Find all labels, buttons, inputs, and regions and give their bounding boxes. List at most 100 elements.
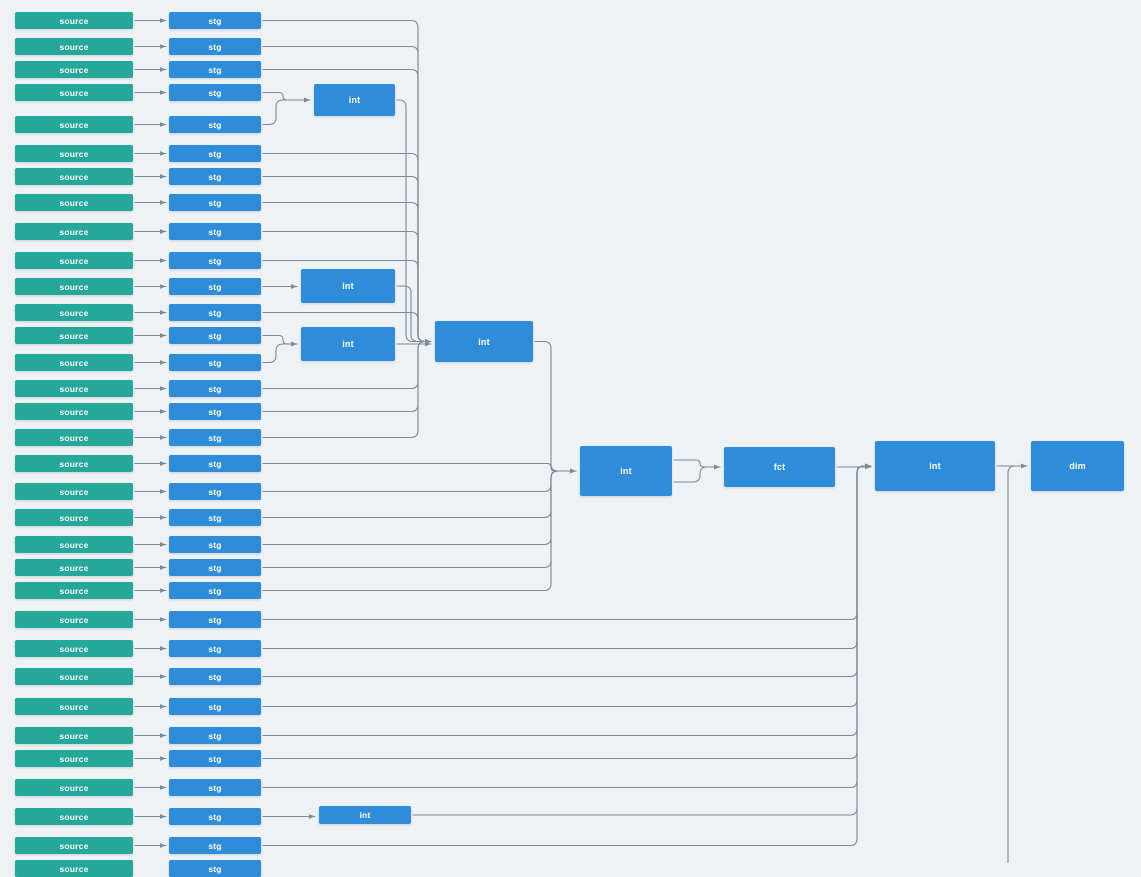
staging-node-stg19[interactable]: stg: [169, 483, 261, 500]
staging-node-stg25[interactable]: stg: [169, 640, 261, 657]
source-node-src7[interactable]: source: [15, 168, 133, 185]
mart-node-dim_1[interactable]: dim: [1031, 441, 1124, 491]
source-node-src24[interactable]: source: [15, 611, 133, 628]
node-label: stg: [208, 432, 222, 443]
mart-node-fct_1[interactable]: fct: [724, 447, 835, 487]
staging-node-stg4[interactable]: stg: [169, 84, 261, 101]
source-node-src18[interactable]: source: [15, 455, 133, 472]
staging-node-stg9[interactable]: stg: [169, 223, 261, 240]
source-node-src1[interactable]: source: [15, 12, 133, 29]
node-label: int: [929, 461, 941, 471]
node-label: source: [59, 539, 89, 550]
staging-node-stg24[interactable]: stg: [169, 611, 261, 628]
node-label: stg: [208, 811, 222, 822]
staging-node-stg18[interactable]: stg: [169, 455, 261, 472]
source-node-src5[interactable]: source: [15, 116, 133, 133]
node-label: stg: [208, 307, 222, 318]
staging-node-stg23[interactable]: stg: [169, 582, 261, 599]
staging-node-stg14[interactable]: stg: [169, 354, 261, 371]
staging-node-stg32[interactable]: stg: [169, 837, 261, 854]
node-label: source: [59, 782, 89, 793]
staging-node-stg5[interactable]: stg: [169, 116, 261, 133]
staging-node-stg27[interactable]: stg: [169, 698, 261, 715]
node-label: int: [342, 281, 354, 291]
staging-node-stg8[interactable]: stg: [169, 194, 261, 211]
source-node-src19[interactable]: source: [15, 483, 133, 500]
staging-node-stg17[interactable]: stg: [169, 429, 261, 446]
staging-node-stg7[interactable]: stg: [169, 168, 261, 185]
staging-node-stg13[interactable]: stg: [169, 327, 261, 344]
staging-node-stg11[interactable]: stg: [169, 278, 261, 295]
node-label: fct: [773, 462, 786, 472]
source-node-src8[interactable]: source: [15, 194, 133, 211]
source-node-src26[interactable]: source: [15, 668, 133, 685]
node-label: stg: [208, 330, 222, 341]
staging-node-stg31[interactable]: stg: [169, 808, 261, 825]
node-label: int: [478, 336, 490, 347]
source-node-src20[interactable]: source: [15, 509, 133, 526]
staging-node-stg6[interactable]: stg: [169, 145, 261, 162]
node-label: source: [59, 357, 89, 368]
staging-node-stg30[interactable]: stg: [169, 779, 261, 796]
staging-node-stg28[interactable]: stg: [169, 727, 261, 744]
source-node-src17[interactable]: source: [15, 429, 133, 446]
staging-node-stg2[interactable]: stg: [169, 38, 261, 55]
staging-node-stg21[interactable]: stg: [169, 536, 261, 553]
source-node-src2[interactable]: source: [15, 38, 133, 55]
node-label: source: [59, 701, 89, 712]
node-label: stg: [208, 512, 222, 523]
staging-node-stg20[interactable]: stg: [169, 509, 261, 526]
source-node-src3[interactable]: source: [15, 61, 133, 78]
node-label: source: [59, 863, 89, 874]
node-label: stg: [208, 753, 222, 764]
source-node-src27[interactable]: source: [15, 698, 133, 715]
node-label: stg: [208, 41, 222, 52]
intermediate-node-int_e[interactable]: int: [580, 446, 672, 496]
source-node-src29[interactable]: source: [15, 750, 133, 767]
source-node-src32[interactable]: source: [15, 837, 133, 854]
intermediate-node-int_c[interactable]: int: [301, 327, 395, 361]
source-node-src21[interactable]: source: [15, 536, 133, 553]
source-node-src23[interactable]: source: [15, 582, 133, 599]
source-node-src4[interactable]: source: [15, 84, 133, 101]
staging-node-stg16[interactable]: stg: [169, 403, 261, 420]
source-node-src9[interactable]: source: [15, 223, 133, 240]
staging-node-stg22[interactable]: stg: [169, 559, 261, 576]
node-label: stg: [208, 64, 222, 75]
staging-node-stg12[interactable]: stg: [169, 304, 261, 321]
intermediate-node-int_d[interactable]: int: [435, 321, 533, 362]
source-node-src15[interactable]: source: [15, 380, 133, 397]
source-node-src25[interactable]: source: [15, 640, 133, 657]
intermediate-node-int_f[interactable]: int: [875, 441, 995, 491]
node-label: source: [59, 226, 89, 237]
node-label: stg: [208, 486, 222, 497]
intermediate-node-int_g[interactable]: int: [319, 806, 411, 824]
source-node-src31[interactable]: source: [15, 808, 133, 825]
node-label: stg: [208, 171, 222, 182]
source-node-src12[interactable]: source: [15, 304, 133, 321]
node-label: source: [59, 148, 89, 159]
node-label: stg: [208, 782, 222, 793]
source-node-src6[interactable]: source: [15, 145, 133, 162]
intermediate-node-int_a[interactable]: int: [314, 84, 395, 116]
node-label: stg: [208, 226, 222, 237]
staging-node-stg10[interactable]: stg: [169, 252, 261, 269]
source-node-src30[interactable]: source: [15, 779, 133, 796]
source-node-src22[interactable]: source: [15, 559, 133, 576]
source-node-src11[interactable]: source: [15, 278, 133, 295]
node-label: source: [59, 281, 89, 292]
source-node-src13[interactable]: source: [15, 327, 133, 344]
node-label: source: [59, 15, 89, 26]
staging-node-stg26[interactable]: stg: [169, 668, 261, 685]
node-label: source: [59, 406, 89, 417]
staging-node-stg15[interactable]: stg: [169, 380, 261, 397]
source-node-src10[interactable]: source: [15, 252, 133, 269]
staging-node-stg1[interactable]: stg: [169, 12, 261, 29]
node-label: source: [59, 41, 89, 52]
staging-node-stg29[interactable]: stg: [169, 750, 261, 767]
source-node-src14[interactable]: source: [15, 354, 133, 371]
staging-node-stg3[interactable]: stg: [169, 61, 261, 78]
source-node-src28[interactable]: source: [15, 727, 133, 744]
source-node-src16[interactable]: source: [15, 403, 133, 420]
intermediate-node-int_b[interactable]: int: [301, 269, 395, 303]
